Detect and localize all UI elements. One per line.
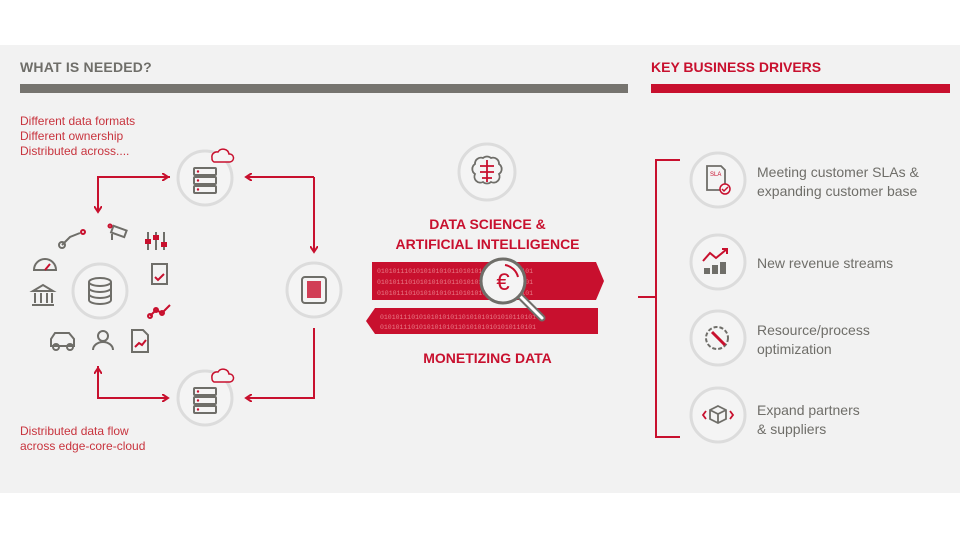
binary-text: 0101011101010101010110101010101010110101 xyxy=(377,290,533,297)
gear-wrench-icon xyxy=(689,309,747,367)
note-line: Distributed data flow xyxy=(20,424,129,438)
drivers-bracket xyxy=(638,159,680,438)
driver-line: & suppliers xyxy=(757,421,827,437)
arrow-to-cloud xyxy=(246,328,315,398)
magnifier-euro-icon: € xyxy=(479,257,546,322)
bank-icon xyxy=(29,283,57,306)
driver-partners-suppliers: Expand partners & suppliers xyxy=(757,401,860,439)
data-source-icons xyxy=(29,223,171,353)
trend-dots-icon xyxy=(147,304,171,319)
arrow-to-core xyxy=(97,366,168,398)
data-science-ai-title: DATA SCIENCE & ARTIFICIAL INTELLIGENCE xyxy=(380,214,595,254)
growth-chart-icon xyxy=(689,233,747,291)
cube-icon xyxy=(689,386,747,444)
driver-line: Meeting customer SLAs & xyxy=(757,164,919,180)
driver-process-optimization: Resource/process optimization xyxy=(757,321,870,359)
binary-text: 0101011101010101010110101010101010110101 xyxy=(380,314,536,321)
cloud-icon xyxy=(211,368,235,383)
driver-line: optimization xyxy=(757,341,832,357)
robot-arm-icon xyxy=(58,229,86,249)
clipboard-icon xyxy=(151,263,168,285)
driver-revenue-streams: New revenue streams xyxy=(757,254,893,273)
cloud-server-node xyxy=(176,368,235,427)
note-line: Different ownership xyxy=(20,129,124,143)
device-node xyxy=(285,261,343,319)
camera-icon xyxy=(107,223,128,240)
person-icon xyxy=(92,330,114,351)
note-line: Different data formats xyxy=(20,114,136,128)
binary-text: 0101011101010101010110101010101010110101 xyxy=(377,268,533,275)
edge-server-node xyxy=(176,148,235,207)
driver-line: Expand partners xyxy=(757,402,860,418)
ai-brain-node xyxy=(457,142,517,202)
sla-label: SLA xyxy=(710,172,721,178)
gauge-icon xyxy=(32,258,58,271)
monetizing-data-label: MONETIZING DATA xyxy=(423,350,552,366)
sliders-icon xyxy=(145,232,167,250)
brain-icon xyxy=(471,155,503,185)
flow-arrows xyxy=(98,177,314,398)
binary-text: 0101011101010101010110101010101010110101 xyxy=(380,324,536,331)
binary-text: 0101011101010101010110101010101010110101 xyxy=(377,279,533,286)
driver-line: expanding customer base xyxy=(757,183,918,199)
note-line: across edge-core-cloud xyxy=(20,439,146,453)
heading-divider-gray xyxy=(20,84,628,93)
heading-divider-red xyxy=(651,84,950,93)
driver-line: Resource/process xyxy=(757,322,870,338)
database-node xyxy=(71,262,129,320)
sla-document-icon: SLA xyxy=(689,151,747,209)
cloud-icon xyxy=(211,148,235,163)
tablet-icon xyxy=(301,276,327,304)
title-line: ARTIFICIAL INTELLIGENCE xyxy=(395,236,580,252)
what-is-needed-heading: WHAT IS NEEDED? xyxy=(20,59,152,75)
arrow-to-sources xyxy=(98,176,170,212)
driver-icons: SLA xyxy=(689,151,747,444)
key-business-drivers-heading: KEY BUSINESS DRIVERS xyxy=(651,59,822,75)
driver-customer-slas: Meeting customer SLAs & expanding custom… xyxy=(757,163,919,201)
data-flow-note: Distributed data flow across edge-core-c… xyxy=(20,424,145,454)
chart-document-icon xyxy=(131,329,149,353)
note-line: Distributed across.... xyxy=(20,144,130,158)
driver-line: New revenue streams xyxy=(757,255,894,271)
data-challenges-note: Different data formats Different ownersh… xyxy=(20,114,135,159)
title-line: DATA SCIENCE & xyxy=(429,216,546,232)
database-icon xyxy=(88,282,112,305)
car-icon xyxy=(50,332,75,351)
euro-symbol: € xyxy=(496,269,510,296)
